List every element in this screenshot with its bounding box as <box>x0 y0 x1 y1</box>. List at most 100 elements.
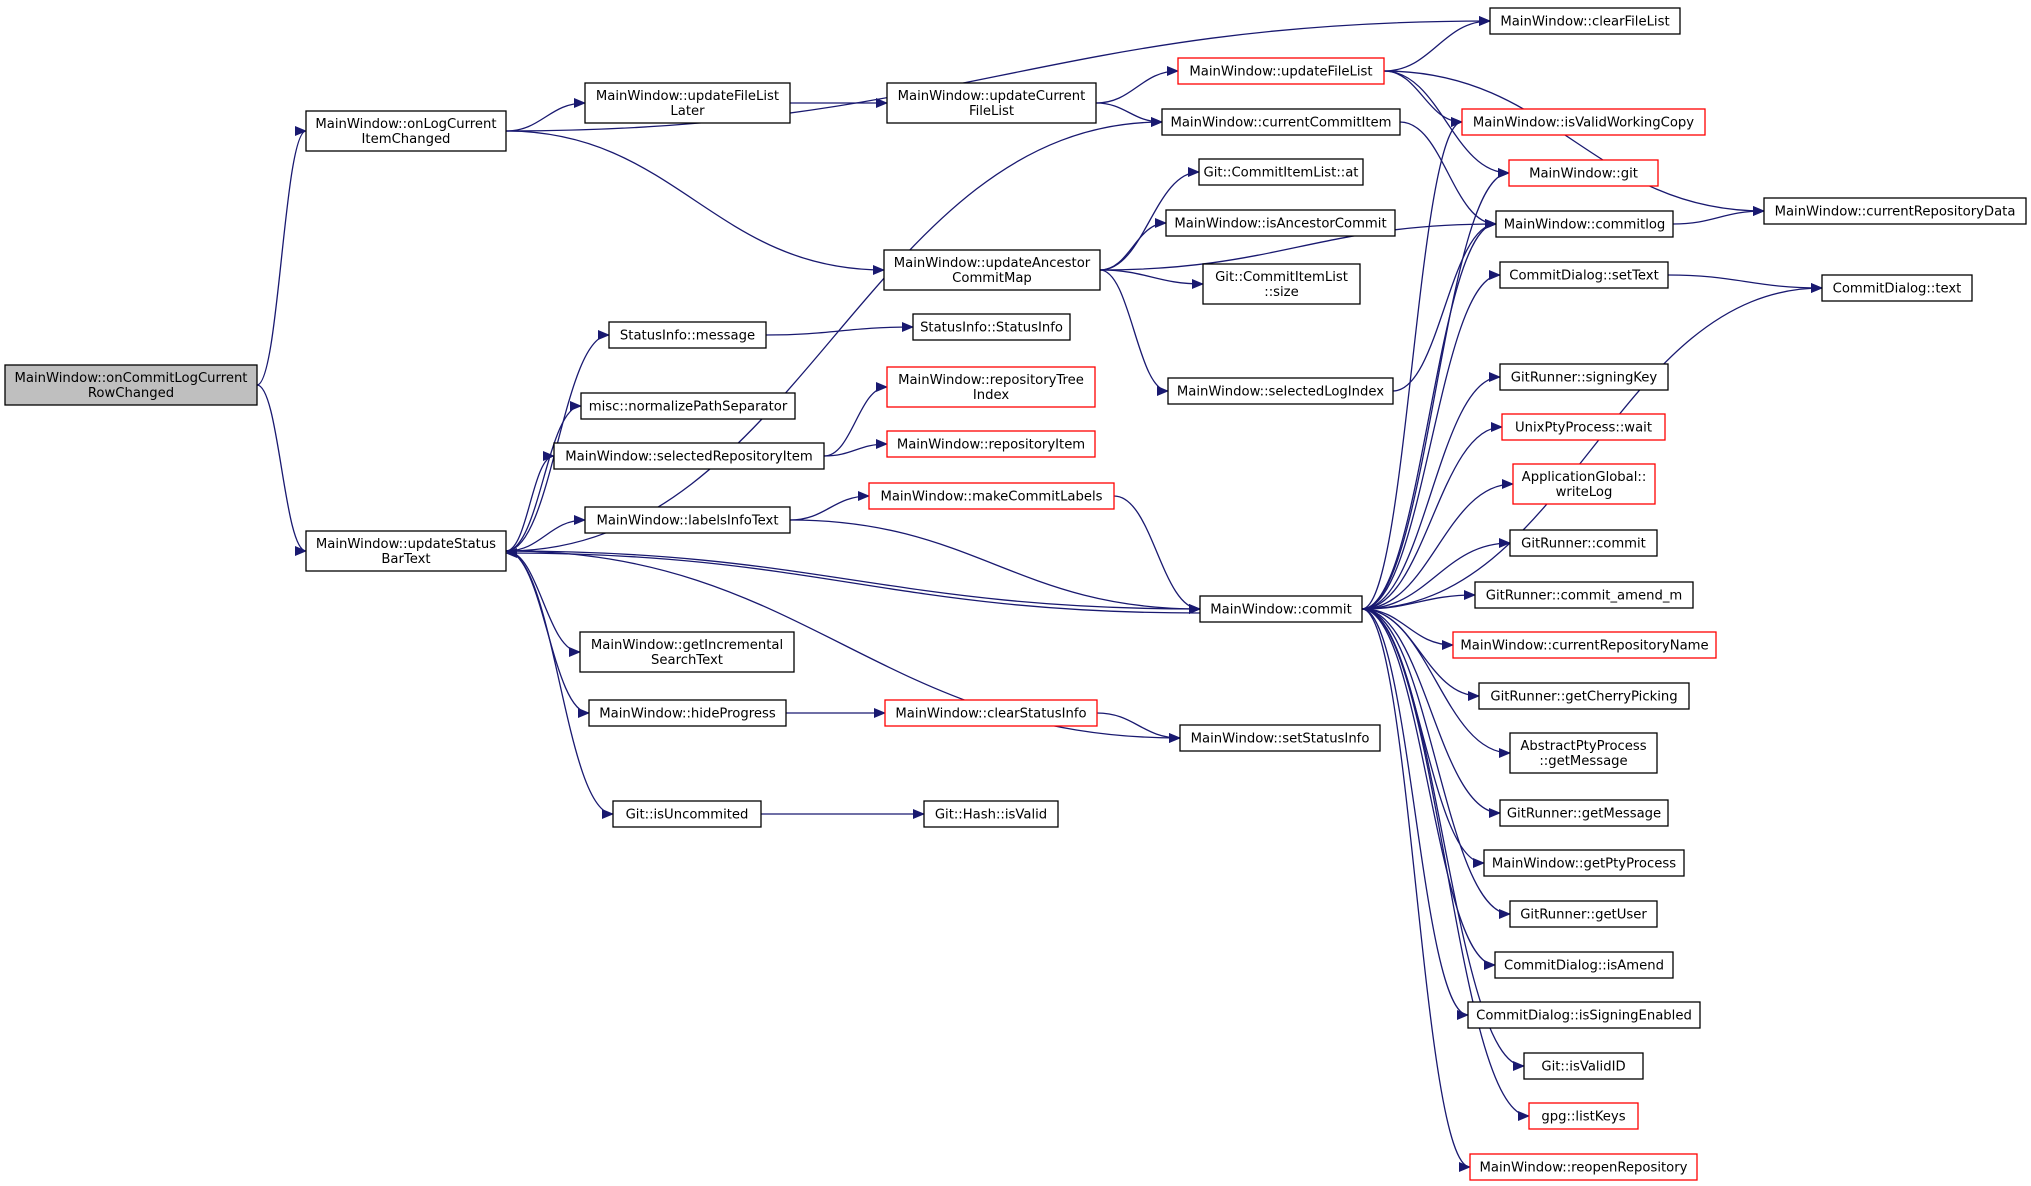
node-isSigningEnabled[interactable]: CommitDialog::isSigningEnabled <box>1467 1001 1701 1029</box>
node-makeCommitLabels[interactable]: MainWindow::makeCommitLabels <box>868 482 1115 510</box>
node-currentRepositoryData[interactable]: MainWindow::currentRepositoryData <box>1763 197 2027 225</box>
node-box <box>1489 7 1681 35</box>
node-clearFileList[interactable]: MainWindow::clearFileList <box>1489 7 1681 35</box>
node-currentCommitItem[interactable]: MainWindow::currentCommitItem <box>1161 108 1401 136</box>
node-box <box>1167 377 1394 405</box>
node-isAmend[interactable]: CommitDialog::isAmend <box>1494 951 1674 979</box>
edge-root-to-onLogCurrentItemChanged <box>256 126 307 386</box>
node-gitRunnerGetMessage[interactable]: GitRunner::getMessage <box>1499 799 1669 827</box>
node-statusInfoMessage[interactable]: StatusInfo::message <box>608 321 767 349</box>
node-label: MainWindow::onCommitLogCurrent <box>15 371 248 386</box>
node-label: ItemChanged <box>362 132 451 147</box>
edge-commit-to-isValidID <box>1361 608 1525 1071</box>
node-label: MainWindow::clearFileList <box>1500 15 1669 30</box>
node-labelsInfoText[interactable]: MainWindow::labelsInfoText <box>584 506 791 534</box>
node-box <box>1509 900 1658 928</box>
node-gitRunnerCommit[interactable]: GitRunner::commit <box>1509 529 1658 557</box>
edge-commit-to-gitRunnerGetMessage <box>1361 608 1501 818</box>
node-reopenRepository[interactable]: MainWindow::reopenRepository <box>1469 1153 1698 1181</box>
node-hashIsValid[interactable]: Git::Hash::isValid <box>923 800 1059 828</box>
node-abstractGetMessage[interactable]: AbstractPtyProcess::getMessage <box>1509 732 1658 774</box>
node-label: BarText <box>381 552 430 567</box>
node-signingKey[interactable]: GitRunner::signingKey <box>1499 363 1669 391</box>
node-box <box>1177 57 1385 85</box>
node-selectedLogIndex[interactable]: MainWindow::selectedLogIndex <box>1167 377 1394 405</box>
node-commitDialogSetText[interactable]: CommitDialog::setText <box>1499 261 1669 289</box>
node-setStatusInfo[interactable]: MainWindow::setStatusInfo <box>1179 724 1381 752</box>
node-box <box>868 482 1115 510</box>
node-selectedRepositoryItem[interactable]: MainWindow::selectedRepositoryItem <box>553 442 825 470</box>
node-label: Git::isValidID <box>1541 1060 1625 1075</box>
edge-updateCurrentFileList-to-currentCommitItem <box>1095 102 1163 127</box>
edge-updateFileList-to-git <box>1383 70 1510 178</box>
node-label: MainWindow::labelsInfoText <box>596 514 778 529</box>
node-label: Later <box>670 104 705 119</box>
node-label: MainWindow::isValidWorkingCopy <box>1473 116 1694 131</box>
node-getUser[interactable]: GitRunner::getUser <box>1509 900 1658 928</box>
node-getCherryPicking[interactable]: GitRunner::getCherryPicking <box>1478 682 1690 710</box>
node-isValidID[interactable]: Git::isValidID <box>1523 1052 1644 1080</box>
node-label: MainWindow::repositoryItem <box>897 438 1085 453</box>
node-git[interactable]: MainWindow::git <box>1508 159 1659 187</box>
node-label: Index <box>973 388 1009 403</box>
node-writeLog[interactable]: ApplicationGlobal::writeLog <box>1512 463 1656 505</box>
node-label: GitRunner::getUser <box>1520 908 1647 923</box>
node-label: GitRunner::getMessage <box>1507 807 1661 822</box>
node-label: MainWindow::isAncestorCommit <box>1174 217 1386 232</box>
node-isAncestorCommit[interactable]: MainWindow::isAncestorCommit <box>1165 209 1396 237</box>
node-repositoryItem[interactable]: MainWindow::repositoryItem <box>886 430 1096 458</box>
node-updateFileList[interactable]: MainWindow::updateFileList <box>1177 57 1385 85</box>
node-hideProgress[interactable]: MainWindow::hideProgress <box>588 699 787 727</box>
node-label: CommitDialog::isAmend <box>1504 959 1664 974</box>
node-commitItemListSize[interactable]: Git::CommitItemList::size <box>1202 263 1361 305</box>
node-label: gpg::listKeys <box>1541 1110 1625 1125</box>
node-label: misc::normalizePathSeparator <box>589 400 788 415</box>
node-box <box>1165 209 1396 237</box>
edge-updateStatusBarText-to-normalizePathSeparator <box>505 401 582 552</box>
node-commitAmendM[interactable]: GitRunner::commit_amend_m <box>1474 581 1694 609</box>
node-label: Git::Hash::isValid <box>935 808 1047 823</box>
node-unixPtyWait[interactable]: UnixPtyProcess::wait <box>1501 413 1666 441</box>
node-getPtyProcess[interactable]: MainWindow::getPtyProcess <box>1483 849 1685 877</box>
edge-commit-to-commitAmendM <box>1361 590 1476 610</box>
node-clearStatusInfo[interactable]: MainWindow::clearStatusInfo <box>884 699 1098 727</box>
edge-labelsInfoText-to-makeCommitLabels <box>789 491 870 521</box>
node-label: Git::CommitItemList::at <box>1204 166 1359 181</box>
node-label: MainWindow::commit <box>1210 603 1352 618</box>
edge-clearStatusInfo-to-setStatusInfo <box>1096 712 1181 743</box>
edge-currentCommitItem-to-commitlog <box>1399 121 1497 229</box>
edge-commit-to-signingKey <box>1361 372 1501 610</box>
node-box <box>1512 463 1656 505</box>
node-currentRepositoryName[interactable]: MainWindow::currentRepositoryName <box>1452 631 1717 659</box>
node-isUncommited[interactable]: Git::isUncommited <box>612 800 762 828</box>
node-commitItemListAt[interactable]: Git::CommitItemList::at <box>1198 158 1364 186</box>
node-commit[interactable]: MainWindow::commit <box>1199 595 1363 623</box>
node-statusInfoCtor[interactable]: StatusInfo::StatusInfo <box>912 313 1071 341</box>
edge-selectedLogIndex-to-commitlog <box>1392 219 1497 392</box>
node-label: MainWindow::getIncremental <box>591 638 783 653</box>
node-isValidWorkingCopy[interactable]: MainWindow::isValidWorkingCopy <box>1461 108 1706 136</box>
node-box <box>1523 1052 1644 1080</box>
node-box <box>1763 197 2027 225</box>
node-box <box>1821 274 1973 302</box>
node-listKeys[interactable]: gpg::listKeys <box>1528 1102 1639 1130</box>
node-normalizePathSeparator[interactable]: misc::normalizePathSeparator <box>580 392 796 420</box>
node-box <box>1495 210 1674 238</box>
edge-updateFileList-to-clearFileList <box>1383 16 1491 72</box>
node-label: MainWindow::updateAncestor <box>894 256 1091 271</box>
node-label: MainWindow::clearStatusInfo <box>895 707 1086 722</box>
node-commitlog[interactable]: MainWindow::commitlog <box>1495 210 1674 238</box>
edge-updateStatusBarText-to-setStatusInfo <box>505 550 1181 743</box>
node-label: GitRunner::commit_amend_m <box>1486 589 1683 604</box>
edge-commit-to-isValidWorkingCopy <box>1361 117 1463 610</box>
node-commitDialogText[interactable]: CommitDialog::text <box>1821 274 1973 302</box>
node-box <box>4 364 258 406</box>
